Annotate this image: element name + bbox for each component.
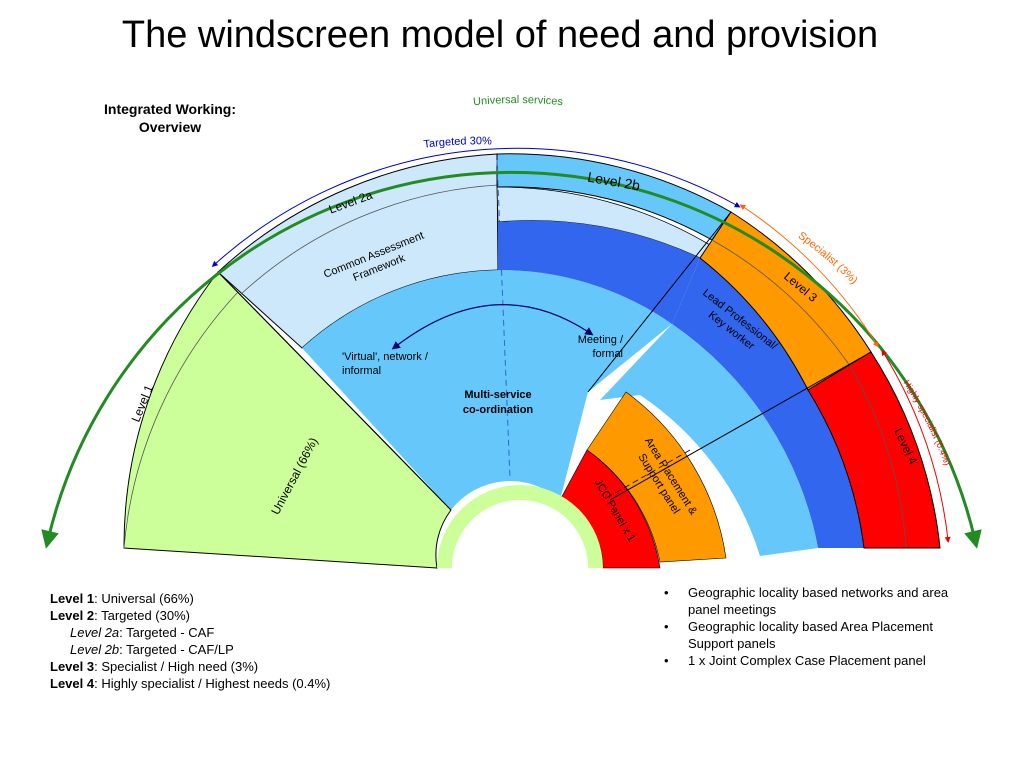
bullet-dot-icon: • xyxy=(664,585,669,600)
legend-row-level-2: Level 2: Targeted (30%) xyxy=(50,607,330,624)
divider-level1-level2 xyxy=(217,271,452,511)
legend-row-level-4: Level 4: Highly specialist / Highest nee… xyxy=(50,675,330,692)
levels-legend: Level 1: Universal (66%) Level 2: Target… xyxy=(50,590,330,692)
band-lead-professional-lower xyxy=(672,258,864,548)
level-1-inner-arc xyxy=(123,291,239,549)
bullet-item: • Geographic locality based Area Placemen… xyxy=(660,618,960,652)
multi-service-label: Multi-service co-ordination xyxy=(463,389,534,416)
legend-desc: : Specialist / High need (3%) xyxy=(94,659,259,674)
legend-term: Level 2a xyxy=(70,625,120,640)
bullet-item: • Geographic locality based networks and … xyxy=(660,584,960,618)
divider-level3-level4 xyxy=(609,351,872,501)
msc-label-line-2: co-ordination xyxy=(463,404,534,416)
band-light-blue-right xyxy=(600,324,818,556)
bullet-text: 1 x Joint Complex Case Placement panel xyxy=(688,653,926,668)
targeted-arrow xyxy=(211,147,741,268)
legend-desc: : Targeted (30%) xyxy=(94,608,190,623)
legend-row-level-3: Level 3: Specialist / High need (3%) xyxy=(50,658,330,675)
legend-term: Level 3 xyxy=(50,659,95,674)
legend-desc: : Targeted - CAF/LP xyxy=(119,642,234,657)
divider-dashed-apsp xyxy=(602,449,691,501)
targeted-label: Targeted 30% xyxy=(423,135,492,151)
meeting-formal-label: Meeting / formal xyxy=(578,334,624,360)
legend-row-level-1: Level 1: Universal (66%) xyxy=(50,590,330,607)
meeting-label-line-2: formal xyxy=(592,348,623,360)
legend-desc: : Universal (66%) xyxy=(94,591,194,606)
universal-services-label: Universal services xyxy=(473,94,564,108)
legend-term: Level 1 xyxy=(50,591,95,606)
legend-term: Level 2 xyxy=(50,608,95,623)
virtual-label-line-1: 'Virtual', network / xyxy=(342,351,429,363)
overview-heading: Integrated Working: Overview xyxy=(80,100,260,136)
overview-line-2: Overview xyxy=(138,119,202,135)
overview-line-1: Integrated Working: xyxy=(104,101,236,117)
hub-ring xyxy=(437,485,603,568)
legend-row-level-2b: Level 2b: Targeted - CAF/LP xyxy=(50,641,330,658)
legend-term: Level 2b xyxy=(70,642,120,657)
msc-label-line-1: Multi-service xyxy=(464,389,531,401)
specialist-arrow xyxy=(739,204,879,348)
provision-bullets: • Geographic locality based networks and … xyxy=(660,584,960,669)
bullet-dot-icon: • xyxy=(664,619,669,634)
bullet-item: • 1 x Joint Complex Case Placement panel xyxy=(660,652,960,669)
page-title: The windscreen model of need and provisi… xyxy=(121,14,879,56)
highly-specialist-arrow xyxy=(881,349,951,543)
legend-row-level-2a: Level 2a: Targeted - CAF xyxy=(50,624,330,641)
legend-desc: : Targeted - CAF xyxy=(119,625,215,640)
meeting-label-line-1: Meeting / xyxy=(578,334,624,346)
coordination-arrow xyxy=(391,304,594,350)
bullet-text: Geographic locality based Area Placement… xyxy=(688,619,933,651)
virtual-label-line-2: informal xyxy=(342,365,381,377)
virtual-network-label: 'Virtual', network / informal xyxy=(342,351,429,377)
bullet-text: Geographic locality based networks and a… xyxy=(688,585,949,617)
legend-term: Level 4 xyxy=(50,676,95,691)
legend-desc: : Highly specialist / Highest needs (0.4… xyxy=(94,676,331,691)
bullet-dot-icon: • xyxy=(664,653,669,668)
